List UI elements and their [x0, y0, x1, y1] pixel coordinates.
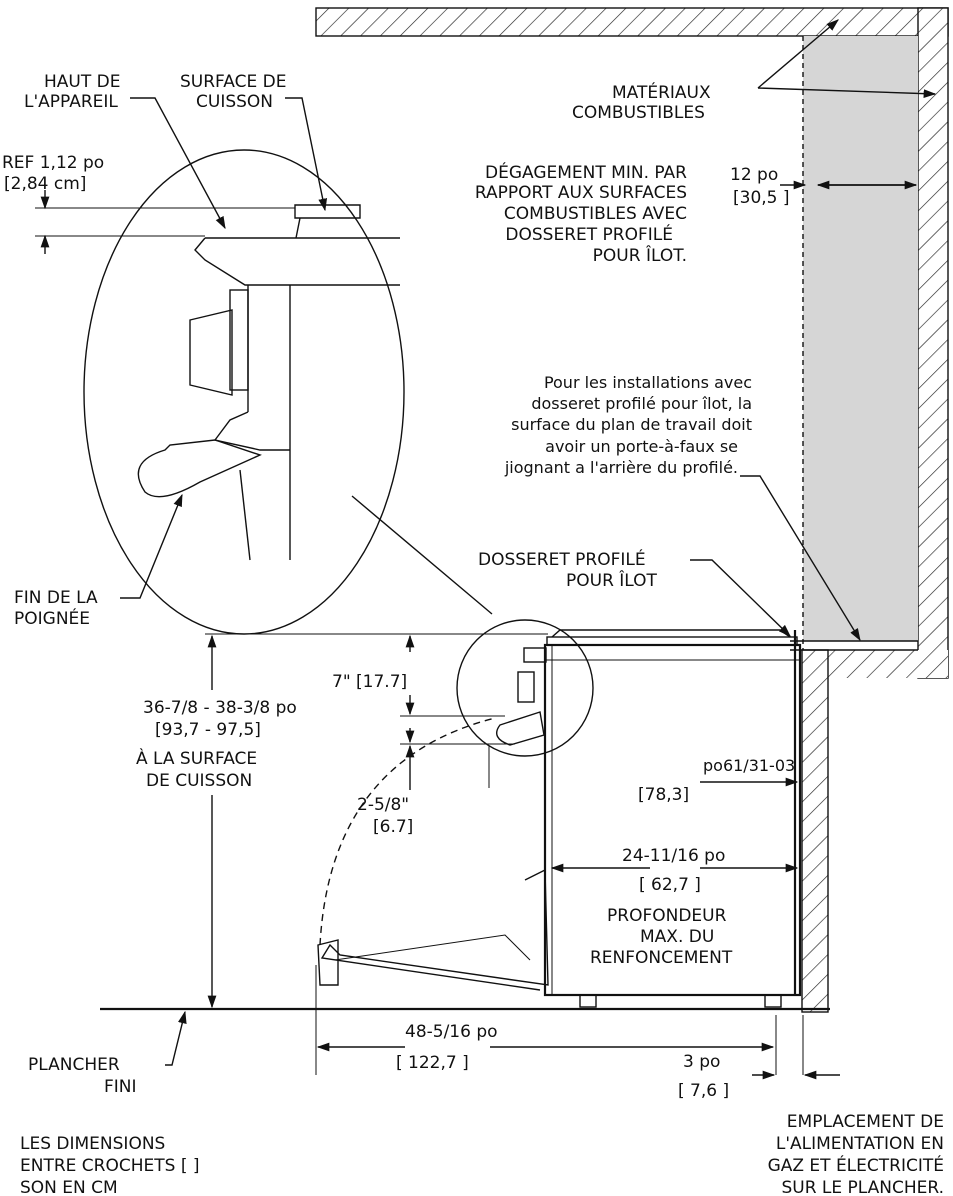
- label-note-1: Pour les installations avec: [544, 373, 752, 392]
- label-note-2: dosseret profilé pour îlot, la: [531, 394, 752, 413]
- label-depth-2: [ 62,7 ]: [639, 875, 701, 895]
- label-12po-1: 12 po: [730, 165, 778, 185]
- label-dim-7: 7" [17.7]: [332, 672, 407, 692]
- label-dim-78: [78,3]: [638, 785, 689, 805]
- cabinet-fill: [803, 36, 918, 641]
- label-emplacement-4: SUR LE PLANCHER.: [781, 1178, 944, 1196]
- label-depth-1: 24-11/16 po: [622, 846, 725, 866]
- label-height-2: [93,7 - 97,5]: [155, 720, 261, 740]
- label-surface-cuisson-1: SURFACE DE: [180, 72, 286, 92]
- cooktop-edge: [546, 636, 798, 646]
- label-degagement-2: RAPPORT AUX SURFACES: [475, 183, 687, 203]
- label-profondeur-3: RENFONCEMENT: [590, 948, 733, 968]
- label-dim-note-3: SON EN CM: [20, 1178, 118, 1196]
- label-fin-poignee-1: FIN DE LA: [14, 588, 98, 608]
- label-degagement-1: DÉGAGEMENT MIN. PAR: [485, 161, 687, 183]
- label-emplacement-2: L'ALIMENTATION EN: [776, 1134, 944, 1154]
- label-48-1: 48-5/16 po: [405, 1022, 498, 1042]
- label-note-3: surface du plan de travail doit: [511, 415, 752, 434]
- label-plancher-1: PLANCHER: [28, 1055, 120, 1075]
- range-body: [317, 629, 802, 1008]
- wall-lower-hatch: [801, 649, 829, 1013]
- door-swing-arc: [319, 717, 496, 946]
- label-ref-2: [2,84 cm]: [4, 174, 86, 194]
- label-height-4: DE CUISSON: [146, 771, 252, 791]
- handle-end: [496, 711, 545, 746]
- detail-leader: [351, 495, 493, 615]
- label-ref-code: po61/31-03: [703, 756, 795, 775]
- label-dim-note-1: LES DIMENSIONS: [20, 1134, 165, 1154]
- grate: [551, 629, 791, 638]
- ledge-hatch: [826, 650, 948, 678]
- label-ref-1: REF 1,12 po: [2, 153, 104, 173]
- knob: [517, 671, 535, 703]
- open-door: [320, 868, 549, 991]
- dimensions: [35, 19, 937, 1080]
- label-height-1: 36-7/8 - 38-3/8 po: [143, 698, 297, 718]
- label-12po-2: [30,5 ]: [733, 188, 790, 208]
- label-dosseret-1: DOSSERET PROFILÉ: [478, 548, 646, 570]
- label-degagement-4: DOSSERET PROFILÉ: [505, 223, 673, 245]
- label-emplacement-1: EMPLACEMENT DE: [787, 1112, 944, 1132]
- foot-right: [764, 994, 782, 1008]
- label-materiaux-1: MATÉRIAUX: [612, 81, 711, 103]
- detail-source-circle: [456, 619, 594, 757]
- label-materiaux-2: COMBUSTIBLES: [572, 103, 705, 123]
- label-degagement-5: POUR ÎLOT.: [593, 244, 687, 266]
- label-profondeur-2: MAX. DU: [640, 927, 714, 947]
- detail-circle: [83, 149, 405, 635]
- label-dim-note-2: ENTRE CROCHETS [ ]: [20, 1156, 200, 1176]
- label-degagement-3: COMBUSTIBLES AVEC: [504, 204, 687, 224]
- label-profondeur-1: PROFONDEUR: [607, 906, 727, 926]
- label-dosseret-2: POUR ÎLOT: [566, 569, 658, 591]
- label-surface-cuisson-2: CUISSON: [196, 92, 273, 112]
- label-dim-258-1: 2-5/8": [357, 795, 409, 815]
- label-haut-appareil-2: L'APPAREIL: [24, 92, 118, 112]
- label-fin-poignee-2: POIGNÉE: [14, 607, 90, 629]
- label-plancher-2: FINI: [104, 1077, 137, 1097]
- label-dim-258-2: [6.7]: [373, 817, 413, 837]
- label-haut-appareil-1: HAUT DE: [44, 72, 120, 92]
- label-48-2: [ 122,7 ]: [396, 1053, 469, 1073]
- ceiling-hatch: [315, 7, 949, 37]
- door-handle: [317, 939, 339, 986]
- combustible-wall: [315, 7, 949, 1013]
- label-3po-2: [ 7,6 ]: [678, 1081, 729, 1101]
- detail-grate: [294, 204, 361, 219]
- wall-right-hatch: [917, 7, 949, 679]
- detail-handle: [137, 439, 262, 498]
- detail-callout: [83, 149, 594, 757]
- label-height-3: À LA SURFACE: [136, 747, 257, 769]
- label-note-5: jiognant a l'arrière du profilé.: [504, 458, 738, 477]
- label-note-4: avoir un porte-à-faux se: [545, 437, 738, 456]
- label-3po-1: 3 po: [683, 1052, 720, 1072]
- label-emplacement-3: GAZ ET ÉLECTRICITÉ: [768, 1154, 944, 1176]
- detail-knob: [189, 309, 233, 396]
- control-panel-top: [523, 647, 547, 663]
- foot-left: [579, 994, 597, 1008]
